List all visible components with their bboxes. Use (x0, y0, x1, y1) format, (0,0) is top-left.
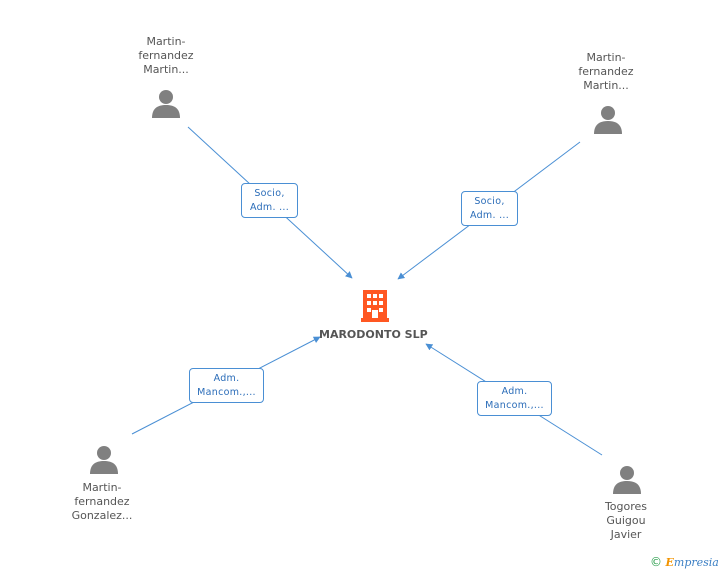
relation-box-r2[interactable]: Socio, Adm. ... (461, 191, 518, 226)
brand-rest: mpresia (673, 556, 719, 569)
person-icon[interactable] (612, 464, 642, 494)
company-name[interactable]: MARODONTO SLP (319, 328, 428, 341)
relation-box-r4[interactable]: Adm. Mancom.,... (477, 381, 552, 416)
copyright-icon: © (650, 555, 662, 569)
brand-e: E (665, 556, 674, 569)
person-icon[interactable] (151, 88, 181, 118)
relation-box-r1[interactable]: Socio, Adm. ... (241, 183, 298, 218)
person-label-p3[interactable]: Martin- fernandez Gonzalez... (71, 481, 133, 522)
building-icon[interactable] (361, 288, 389, 322)
person-icon[interactable] (593, 104, 623, 134)
person-label-p4[interactable]: Togores Guigou Javier (604, 500, 648, 541)
person-label-p2[interactable]: Martin- fernandez Martin... (578, 51, 634, 92)
relation-box-r3[interactable]: Adm. Mancom.,... (189, 368, 264, 403)
empresia-logo[interactable]: © Empresia (650, 555, 719, 569)
person-label-p1[interactable]: Martin- fernandez Martin... (138, 35, 194, 76)
person-icon[interactable] (89, 444, 119, 474)
